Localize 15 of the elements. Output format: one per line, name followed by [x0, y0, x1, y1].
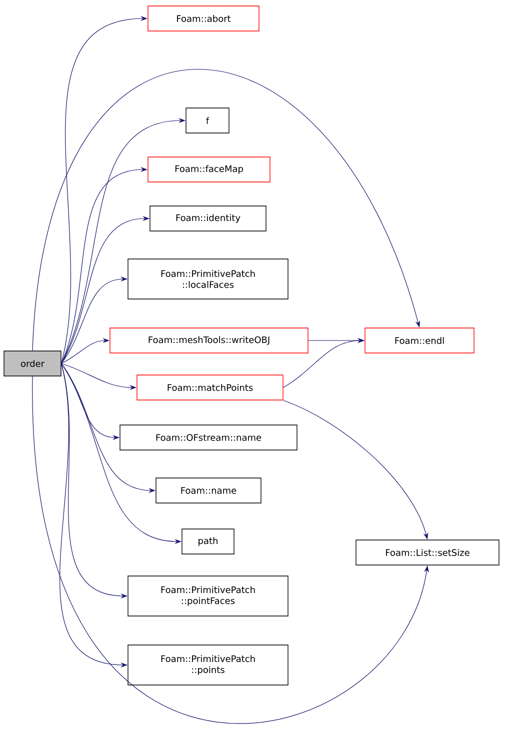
function-box: Foam::name [156, 478, 262, 504]
function-box: Foam::List::setSize [356, 540, 500, 566]
function-box: Foam::OFstream::name [120, 424, 298, 450]
function-box: Foam::PrimitivePatch ::points [128, 644, 288, 686]
function-box: Foam::identity [150, 206, 266, 232]
function-box: Foam::meshTools::writeOBJ [110, 328, 308, 354]
function-box: path [182, 528, 234, 554]
function-box: Foam::abort [148, 6, 260, 32]
function-box: f [186, 108, 230, 134]
function-box: order [4, 350, 62, 376]
function-box: Foam::matchPoints [136, 374, 284, 400]
function-box: Foam::PrimitivePatch ::localFaces [128, 258, 288, 300]
function-box: Foam::endl [364, 328, 474, 354]
function-box: Foam::faceMap [148, 156, 270, 182]
function-box: Foam::PrimitivePatch ::pointFaces [128, 576, 288, 616]
